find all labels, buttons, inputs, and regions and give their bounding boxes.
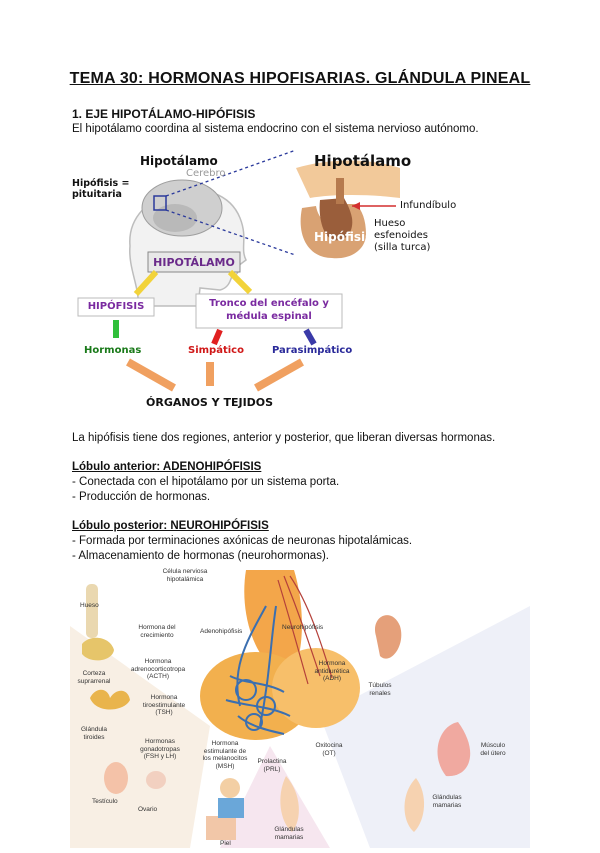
bg-fan-left (70, 626, 210, 848)
stalk (244, 570, 302, 666)
label-gh: Hormona del crecimiento (138, 624, 176, 639)
label-tiroides: Glándula tiroides (80, 726, 108, 741)
hypothalamus-box (147, 251, 241, 273)
posterior-lobe-heading: Lóbulo posterior: NEUROHIPÓFISIS (72, 520, 269, 532)
hypothalamus-box-label: HIPOTÁLAMO (153, 256, 235, 269)
zoom-box (153, 195, 167, 211)
label-adenohipofisis: Adenohipófisis (200, 628, 243, 635)
kidney-shape (374, 615, 402, 659)
organs-label: ÓRGANOS Y TEJIDOS (146, 396, 274, 409)
label-prl: Prolactina (PRL) (257, 758, 287, 773)
anterior-item-2: - Producción de hormonas. (72, 491, 211, 503)
label-acth: Hormona adrenocorticotropa (ACTH) (130, 658, 186, 680)
nerve-fibers (277, 575, 333, 685)
uterus-shape (437, 722, 471, 777)
hormones-illustration (70, 570, 530, 848)
axis-diagram (77, 148, 446, 392)
child-body (218, 798, 244, 818)
page-title: TEMA 30: HORMONAS HIPOFISARIAS. GLÁNDULA… (69, 70, 531, 87)
brain-label: Cerebro (186, 168, 226, 179)
label-msh: Hormona estimulante de los melanocitos (… (202, 740, 248, 770)
label-ot: Oxitocina (OT) (315, 742, 343, 757)
hormones-label: Hormonas (84, 345, 142, 356)
label-testiculo: Testículo (92, 798, 118, 805)
red-arrow (211, 328, 223, 346)
bone-shape (86, 584, 98, 638)
hypothalamus-large-label: Hipotálamo (314, 152, 412, 170)
bg-fan-right (320, 606, 530, 848)
sympathetic-label: Simpático (188, 345, 244, 356)
regions-paragraph: La hipófisis tiene dos regiones, anterio… (72, 432, 496, 444)
adrenal-shape (82, 637, 114, 661)
bg-fan-center (220, 746, 330, 848)
hypothalamus-small-label: Hipotálamo (140, 154, 218, 168)
testis-shape (104, 762, 128, 794)
skin-shape (206, 816, 236, 840)
section-heading-1: 1. EJE HIPOTÁLAMO-HIPÓFISIS (72, 107, 256, 121)
ovary-shape (146, 771, 166, 789)
anterior-item-1: - Conectada con el hipotálamo por un sis… (72, 476, 340, 488)
anterior-lobe-heading: Lóbulo anterior: ADENOHIPÓFISIS (72, 461, 262, 473)
brainstem-box-label: Tronco del encéfalo y médula espinal (209, 298, 329, 322)
label-tubulos: Túbulos renales (368, 682, 392, 697)
label-gonad: Hormonas gonadotropas (FSH y LH) (140, 738, 180, 760)
sphenoid-label: Hueso esfenoides (silla turca) (374, 218, 431, 253)
child-head (220, 778, 240, 798)
blue-arrow (303, 328, 317, 346)
label-piel: Piel (220, 840, 231, 847)
posterior-item-2: - Almacenamiento de hormonas (neurohormo… (72, 550, 329, 562)
inset-pituitary (319, 198, 353, 241)
yellow-arrow-left (133, 269, 159, 297)
posterior-item-1: - Formada por terminaciones axónicas de … (72, 535, 413, 547)
neurohypophysis-shape (272, 648, 360, 728)
inset-hypothalamus (296, 160, 400, 198)
intro-paragraph: El hipotálamo coordina al sistema endocr… (72, 123, 479, 135)
pituitary-hormones-figure: Célula nerviosa hipotalámica Hueso Hormo… (70, 566, 530, 848)
orange-arrow-right (254, 358, 304, 392)
parasympathetic-label: Parasimpático (272, 345, 353, 356)
label-glandulas-1: Glándulas mamarias (274, 826, 304, 841)
portal-vessels (225, 605, 291, 735)
hypophysis-box-label: HIPÓFISIS (87, 301, 145, 312)
brain-inner (153, 204, 197, 232)
brainstem-box (195, 293, 343, 329)
thyroid-shape (90, 689, 130, 710)
orange-arrow-left (126, 358, 176, 392)
label-corteza: Corteza suprarrenal (77, 670, 111, 685)
label-musculo: Músculo del útero (480, 742, 506, 757)
hipofisis-pituitaria-label: Hipófisis = pituitaria (72, 178, 130, 200)
mammary-shape-1 (280, 776, 299, 832)
label-hueso: Hueso (80, 602, 99, 609)
label-glandulas-2: Glándulas mamarias (432, 794, 462, 809)
label-ovario: Ovario (138, 806, 158, 813)
hypophysis-box (77, 297, 155, 317)
label-celula: Célula nerviosa hipotalámica (162, 568, 208, 583)
label-tsh: Hormona tiroestimulante (TSH) (142, 694, 186, 716)
label-neurohipofisis: Neurohipófisis (282, 624, 324, 631)
hypothalamus-axis-figure: Hipófisis = pituitaria Hipotálamo Cerebr… (70, 148, 456, 418)
infundibulum-label: Infundíbulo (400, 200, 457, 211)
mammary-shape-2 (404, 778, 425, 832)
label-adh: Hormona antidiurética (ADH) (314, 660, 350, 682)
yellow-arrow-right (227, 269, 253, 295)
pituitary-inset-label: Hipófisis (314, 230, 373, 244)
